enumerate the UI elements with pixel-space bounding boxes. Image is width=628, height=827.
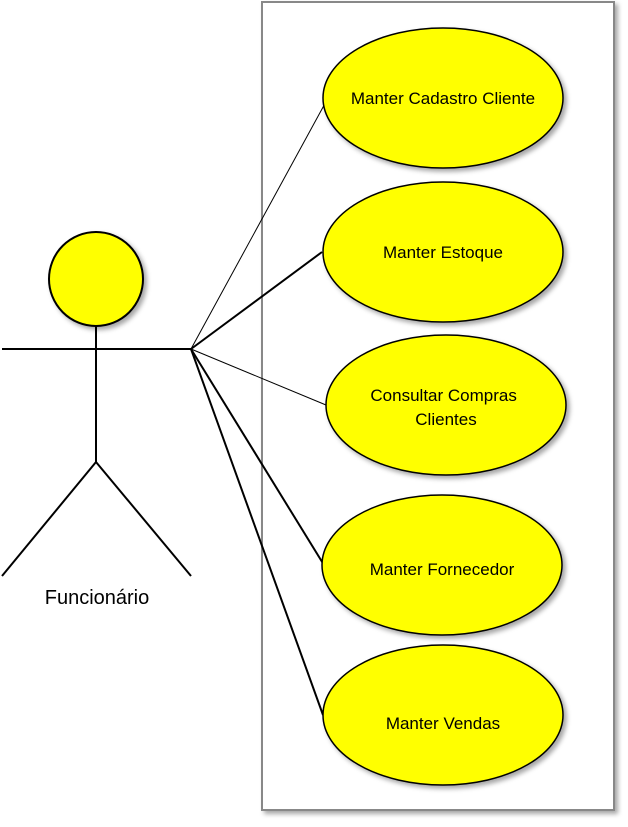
use-case-4: Manter Fornecedor	[321, 494, 563, 636]
actor-left-leg	[1, 461, 97, 577]
association-uc3	[190, 348, 327, 406]
use-case-label: Consultar Compras Clientes	[370, 386, 521, 429]
use-case-label-line: Manter Cadastro Cliente	[351, 89, 535, 108]
use-case-label-line: Manter Estoque	[383, 243, 503, 262]
use-case-1: Manter Cadastro Cliente	[322, 27, 564, 169]
use-case-label-line: Clientes	[415, 410, 476, 429]
use-case-label: Manter Cadastro Cliente	[351, 89, 535, 108]
association-uc1	[190, 97, 329, 350]
actor-label: Funcionário	[45, 587, 150, 609]
use-case-label: Manter Vendas	[386, 714, 500, 733]
actor-right-leg	[95, 461, 192, 577]
use-case-ellipse	[322, 27, 564, 169]
use-case-ellipse	[325, 334, 567, 476]
use-case-ellipse	[322, 644, 564, 786]
use-case-ellipse	[321, 494, 563, 636]
association-uc2	[190, 251, 323, 350]
use-case-3: Consultar Compras Clientes	[325, 334, 567, 476]
use-case-5: Manter Vendas	[322, 644, 564, 786]
actor-head	[48, 231, 144, 327]
association-uc5	[190, 348, 324, 716]
use-case-label-line: Manter Fornecedor	[370, 560, 515, 579]
use-case-label: Manter Estoque	[383, 243, 503, 262]
association-uc4	[190, 348, 325, 566]
use-case-label-line: Consultar Compras	[370, 386, 516, 405]
use-case-ellipse	[322, 181, 564, 323]
use-case-label: Manter Fornecedor	[370, 560, 515, 579]
use-case-2: Manter Estoque	[322, 181, 564, 323]
associations	[190, 97, 329, 716]
use-case-label-line: Manter Vendas	[386, 714, 500, 733]
actor-figure	[1, 231, 192, 577]
